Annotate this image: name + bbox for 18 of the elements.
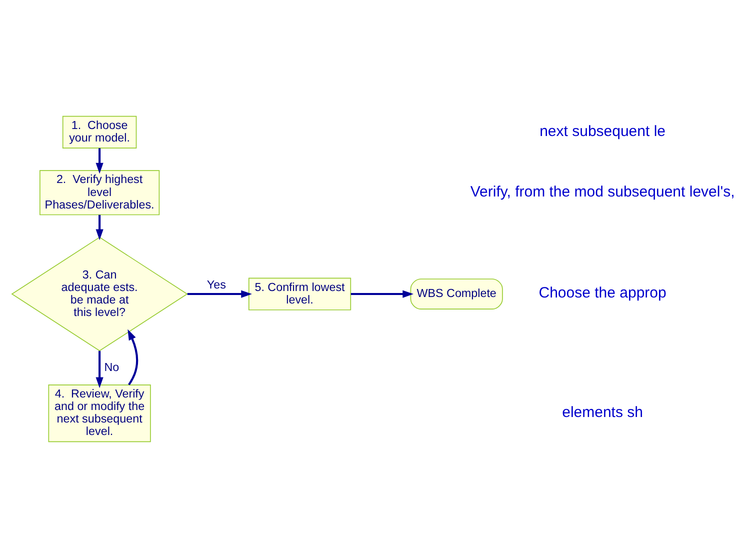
node-box: 2. Verify highest level Phases/Deliverables. [40,170,160,215]
node-box: 5. Confirm lowest level. [248,277,352,310]
label: Choose the approp [538,284,666,302]
node-box: WBS Complete [410,278,503,309]
arrow [96,350,104,388]
node-box: 1. Choose your model. [62,115,137,148]
node-box: 4. Review, Verify and or modify the next subsequent level. [48,384,151,442]
label: next subsequent le [540,122,666,140]
arrow [96,148,104,174]
arrow [187,290,252,298]
label: elements sh [562,403,643,420]
label: Verify, from the mod subsequent level's, [470,182,735,200]
arrow [96,214,104,240]
edge-label: No [104,360,120,374]
node-diamond: 3. Can adequate ests. be made at this level? [11,236,188,351]
arrow [128,328,138,385]
arrow [350,290,414,298]
edge-label: Yes [206,278,226,291]
